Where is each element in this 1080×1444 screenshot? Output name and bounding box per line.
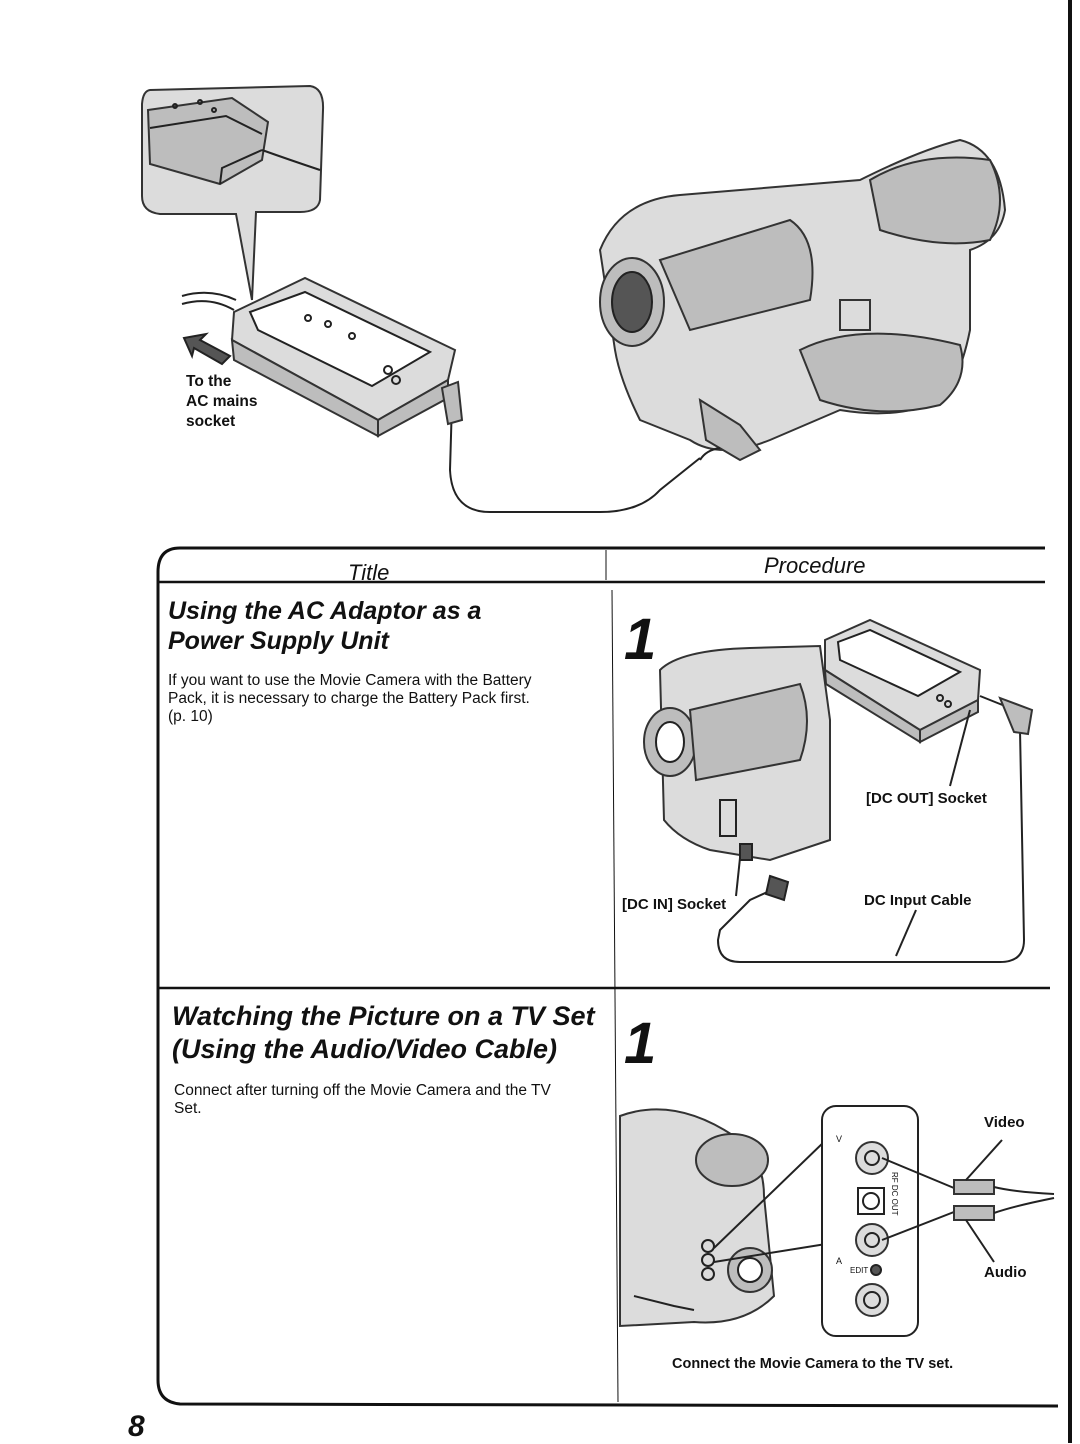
page-number: 8 [128,1410,145,1443]
step-number-1b: 1 [624,1011,656,1076]
ac-mains-line-2: AC mains [186,393,258,410]
ac-adaptor-camera-drawing [141,84,1007,513]
section-ac-adaptor-title: Using the AC Adaptor as a Power Supply U… [168,596,481,656]
dc-out-socket-label: [DC OUT] Socket [866,790,987,807]
dc-connection-drawing [643,618,1034,963]
video-label: Video [984,1114,1025,1131]
section-tv-body: Connect after turning off the Movie Came… [174,1082,551,1118]
section-tv-body-line-2: Set. [174,1100,202,1117]
jack-v-label: V [836,1134,843,1144]
top-illustration: To the AC mains socket [0,0,1080,540]
header-procedure: Procedure [764,553,866,578]
edit-label: EDIT [850,1266,869,1275]
dc-connection-illustration: [DC OUT] Socket [DC IN] Socket DC Input … [600,600,1050,980]
ac-mains-line-1: To the [186,373,232,390]
av-connection-illustration: Video Audio V A RF DC OUT EDIT [614,1096,1064,1346]
section-ac-adaptor-title-line-1: Using the AC Adaptor as a [168,597,482,625]
section-ac-adaptor-body: If you want to use the Movie Camera with… [168,672,532,726]
section-tv-title-line-1: Watching the Picture on a TV Set [172,1001,595,1031]
ac-mains-socket-label: To the AC mains socket [186,372,258,432]
section-ac-adaptor-body-line-1: If you want to use the Movie Camera with… [168,672,532,689]
section-tv-title-line-2: (Using the Audio/Video Cable) [172,1034,558,1064]
dc-in-socket-label: [DC IN] Socket [622,896,727,913]
ac-mains-line-3: socket [186,413,236,430]
av-connection-drawing [619,1105,1055,1337]
section-ac-adaptor-title-line-2: Power Supply Unit [168,627,389,655]
jack-a-label: A [836,1256,843,1266]
rf-dc-out-label: RF DC OUT [890,1172,899,1216]
section-ac-adaptor-body-line-3: (p. 10) [168,708,213,725]
dc-input-cable-label: DC Input Cable [864,892,972,909]
audio-label: Audio [984,1264,1027,1281]
section-tv-body-line-1: Connect after turning off the Movie Came… [174,1082,551,1099]
header-title: Title [348,560,390,585]
av-caption: Connect the Movie Camera to the TV set. [672,1356,954,1372]
section-ac-adaptor-body-line-2: Pack, it is necessary to charge the Batt… [168,690,530,707]
section-tv-title: Watching the Picture on a TV Set (Using … [172,1000,595,1066]
step-number-1a: 1 [624,607,656,672]
